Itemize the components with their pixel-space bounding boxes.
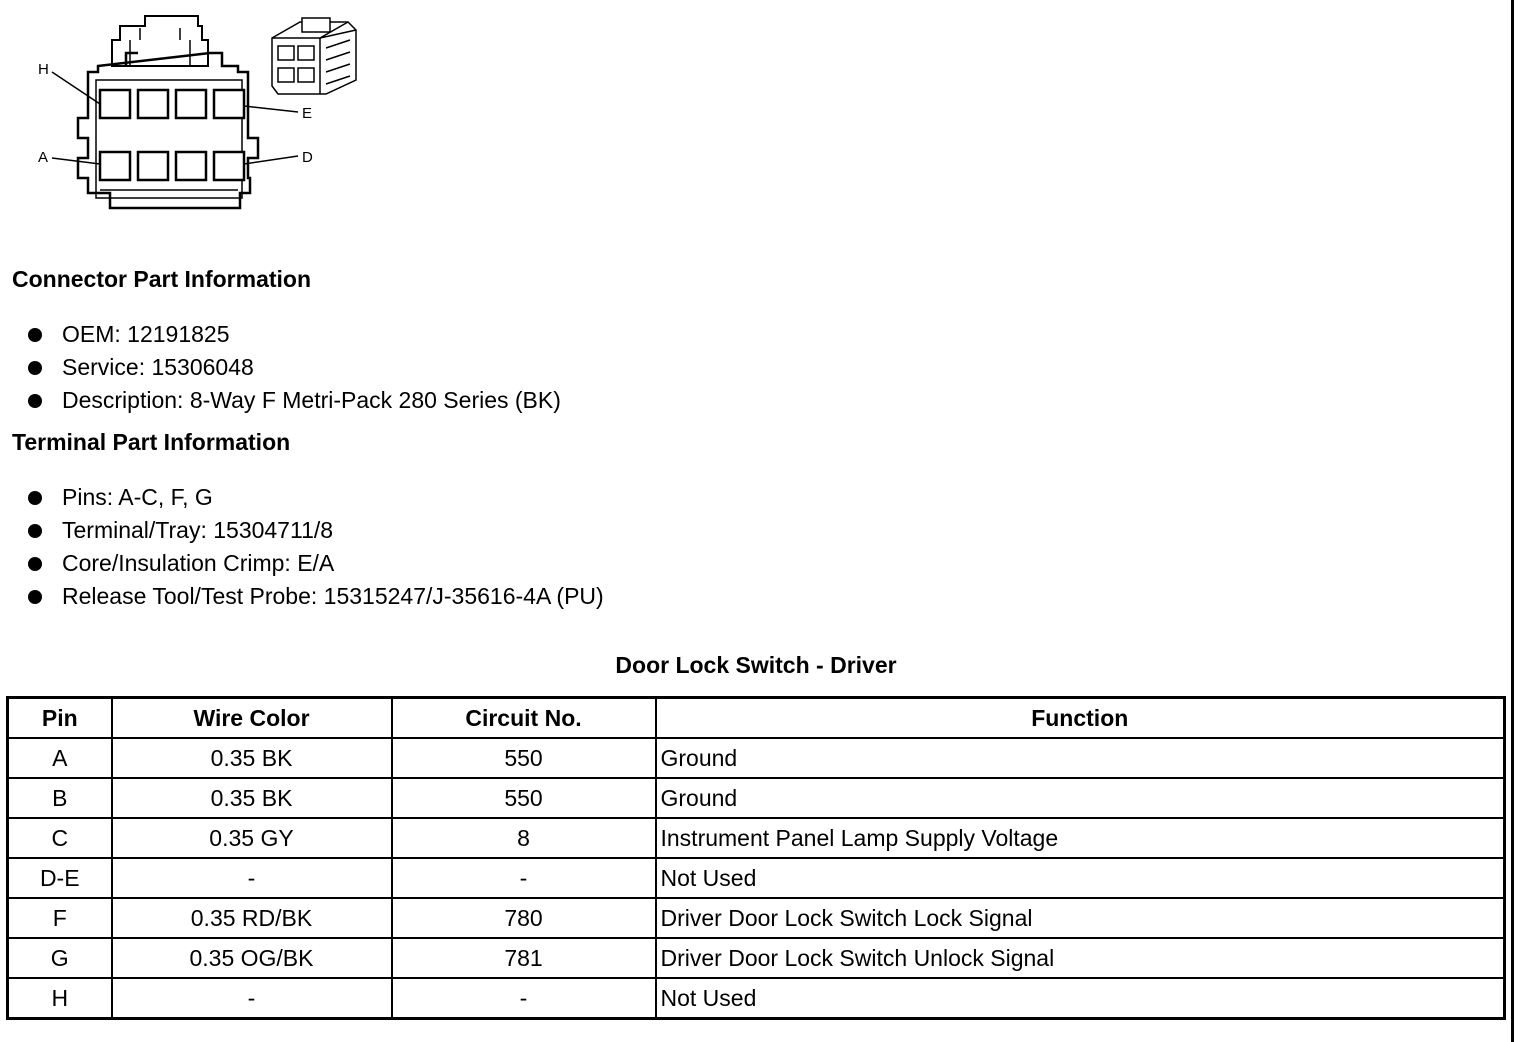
table-title: Door Lock Switch - Driver <box>615 652 897 678</box>
table-row: G 0.35 OG/BK 781 Driver Door Lock Switch… <box>6 937 1506 979</box>
cell-circuit-no: 550 <box>390 737 657 779</box>
list-item: Service: 15306048 <box>28 351 561 384</box>
cell-wire-color: 0.35 OG/BK <box>110 937 393 979</box>
table-header-row: Pin Wire Color Circuit No. Function <box>6 696 1506 739</box>
pinout-table: Pin Wire Color Circuit No. Function A 0.… <box>6 696 1506 1020</box>
cell-wire-color: 0.35 BK <box>110 777 393 819</box>
cell-circuit-no: 550 <box>390 777 657 819</box>
cell-pin: A <box>6 737 113 779</box>
cell-pin: B <box>6 777 113 819</box>
cavity-b <box>136 150 170 182</box>
column-header-function: Function <box>654 696 1506 739</box>
cell-circuit-no: - <box>390 977 657 1020</box>
table-row: D-E - - Not Used <box>6 857 1506 899</box>
list-item-text: Pins: A-C, F, G <box>62 484 213 510</box>
column-header-pin: Pin <box>6 696 113 739</box>
connector-diagram: H E A D <box>38 15 357 210</box>
list-item: OEM: 12191825 <box>28 318 561 351</box>
bullet-icon <box>28 524 42 538</box>
cell-wire-color: 0.35 BK <box>110 737 393 779</box>
bullet-icon <box>28 361 42 375</box>
pin-label-h: H <box>38 61 49 78</box>
list-item: Core/Insulation Crimp: E/A <box>28 547 604 580</box>
list-item: Terminal/Tray: 15304711/8 <box>28 514 604 547</box>
connector-info-list: OEM: 12191825 Service: 15306048 Descript… <box>28 318 561 417</box>
column-header-circuit-no: Circuit No. <box>390 696 657 739</box>
list-item-text: Service: 15306048 <box>62 354 254 380</box>
list-item-text: Description: 8-Way F Metri-Pack 280 Seri… <box>62 387 561 413</box>
cell-function: Not Used <box>654 857 1506 899</box>
table-row: C 0.35 GY 8 Instrument Panel Lamp Supply… <box>6 817 1506 859</box>
cell-function: Not Used <box>654 977 1506 1020</box>
list-item: Description: 8-Way F Metri-Pack 280 Seri… <box>28 384 561 417</box>
cell-pin: C <box>6 817 113 859</box>
cell-wire-color: 0.35 GY <box>110 817 393 859</box>
table-row: A 0.35 BK 550 Ground <box>6 737 1506 779</box>
cell-wire-color: - <box>110 857 393 899</box>
connector-isometric-view <box>271 17 357 95</box>
list-item-text: Release Tool/Test Probe: 15315247/J-3561… <box>62 583 604 609</box>
cavity-a <box>98 150 132 182</box>
cell-pin: D-E <box>6 857 113 899</box>
terminal-info-heading: Terminal Part Information <box>12 429 291 455</box>
cell-function: Ground <box>654 737 1506 779</box>
cell-function: Driver Door Lock Switch Lock Signal <box>654 897 1506 939</box>
bullet-icon <box>28 328 42 342</box>
cell-circuit-no: 781 <box>390 937 657 979</box>
cell-function: Ground <box>654 777 1506 819</box>
cell-function: Instrument Panel Lamp Supply Voltage <box>654 817 1506 859</box>
cell-wire-color: 0.35 RD/BK <box>110 897 393 939</box>
cavity-f <box>174 88 208 120</box>
list-item-text: Terminal/Tray: 15304711/8 <box>62 517 334 543</box>
table-row: F 0.35 RD/BK 780 Driver Door Lock Switch… <box>6 897 1506 939</box>
pin-label-d: D <box>302 149 313 166</box>
cell-circuit-no: 8 <box>390 817 657 859</box>
column-header-wire-color: Wire Color <box>110 696 393 739</box>
cavity-g <box>136 88 170 120</box>
list-item: Pins: A-C, F, G <box>28 481 604 514</box>
pin-label-a: A <box>38 149 48 166</box>
cell-pin: F <box>6 897 113 939</box>
cavity-c <box>174 150 208 182</box>
cell-circuit-no: 780 <box>390 897 657 939</box>
bullet-icon <box>28 394 42 408</box>
table-row: B 0.35 BK 550 Ground <box>6 777 1506 819</box>
cavity-h <box>98 88 132 120</box>
bullet-icon <box>28 491 42 505</box>
list-item: Release Tool/Test Probe: 15315247/J-3561… <box>28 580 604 613</box>
cell-pin: G <box>6 937 113 979</box>
table-row: H - - Not Used <box>6 977 1506 1020</box>
cell-pin: H <box>6 977 113 1020</box>
list-item-text: OEM: 12191825 <box>62 321 230 347</box>
terminal-info-list: Pins: A-C, F, G Terminal/Tray: 15304711/… <box>28 481 604 613</box>
cell-wire-color: - <box>110 977 393 1020</box>
cavity-d <box>212 150 246 182</box>
cell-function: Driver Door Lock Switch Unlock Signal <box>654 937 1506 979</box>
cavity-e <box>212 88 246 120</box>
page-right-border <box>1511 0 1514 1042</box>
bullet-icon <box>28 590 42 604</box>
list-item-text: Core/Insulation Crimp: E/A <box>62 550 335 576</box>
connector-info-heading: Connector Part Information <box>12 266 312 292</box>
pin-label-e: E <box>302 105 312 122</box>
cell-circuit-no: - <box>390 857 657 899</box>
bullet-icon <box>28 557 42 571</box>
